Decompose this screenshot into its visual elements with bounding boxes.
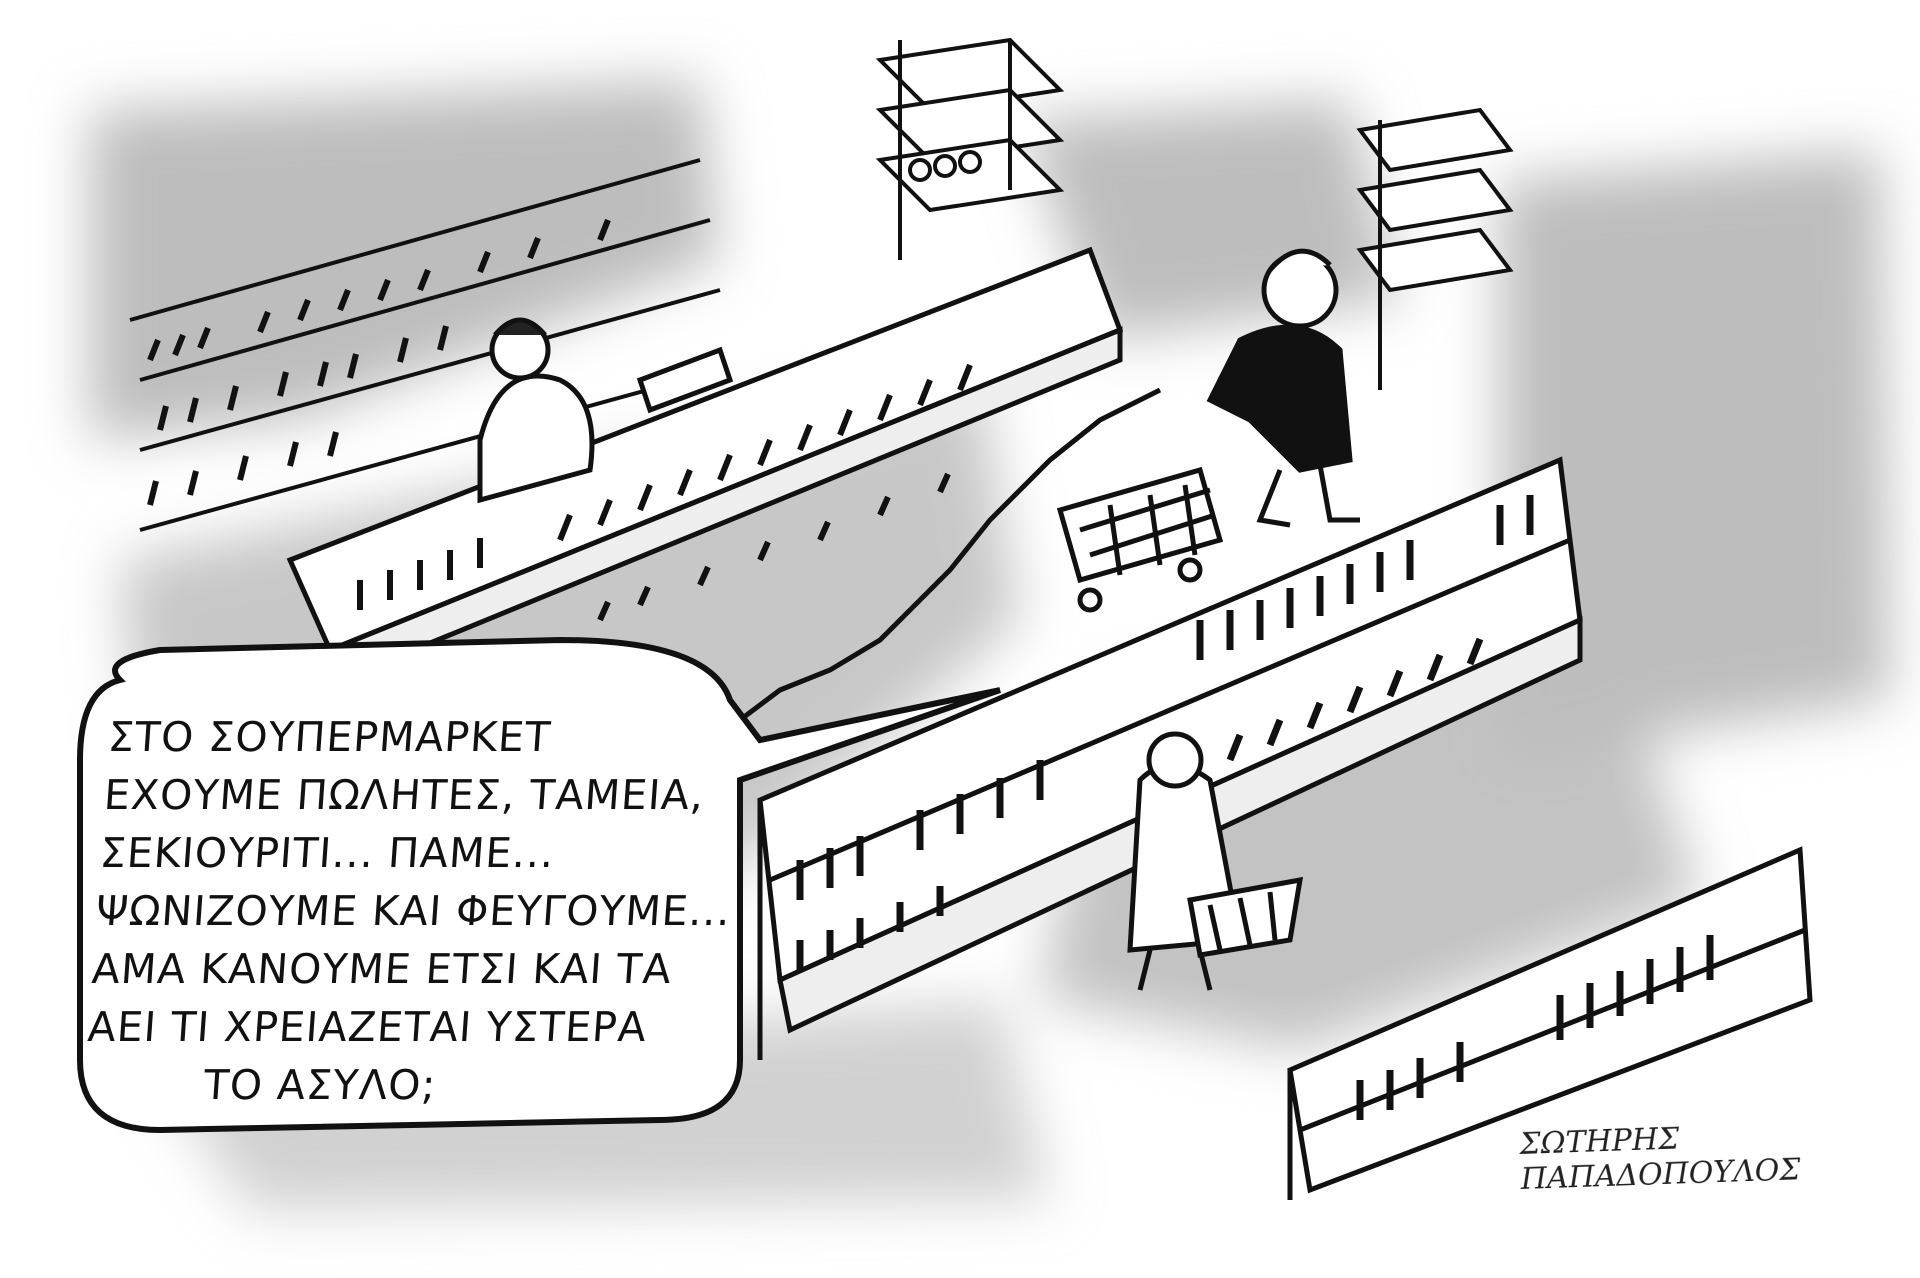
speech-line: ΣΤΟ ΣΟΥΠΕΡΜΑΡΚΕΤ bbox=[106, 713, 553, 761]
box-stack-right bbox=[1356, 107, 1514, 390]
speech-line: ΣΕΚΙΟΥΡΙΤΙ... ΠΑΜΕ... bbox=[98, 829, 557, 877]
corner-shelf bbox=[1287, 846, 1813, 1200]
speech-line: ΑΕΙ ΤΙ ΧΡΕΙΑΖΕΤΑΙ ΥΣΤΕΡΑ bbox=[86, 1003, 649, 1051]
speech-line: ΤΟ ΑΣΥΛΟ; bbox=[202, 1061, 438, 1109]
man-with-cart bbox=[1056, 248, 1360, 613]
speech-line: ΑΜΑ ΚΑΝΟΥΜΕ ΕΤΣΙ ΚΑΙ ΤΑ bbox=[90, 945, 674, 993]
artist-signature: ΣΩΤΗΡΗΣ ΠΑΠΑΔΟΠΟΥΛΟΣ bbox=[1518, 1121, 1802, 1197]
speech-text: ΣΤΟ ΣΟΥΠΕΡΜΑΡΚΕΤ ΕΧΟΥΜΕ ΠΩΛΗΤΕΣ, ΤΑΜΕΙΑ,… bbox=[82, 708, 750, 1114]
jagged-divider bbox=[738, 387, 1162, 722]
box-stack bbox=[875, 37, 1065, 260]
speech-line: ΨΩΝΙΖΟΥΜΕ ΚΑΙ ΦΕΥΓΟΥΜΕ... bbox=[94, 887, 733, 935]
back-shelf bbox=[129, 158, 721, 532]
shop-clerk bbox=[477, 317, 734, 504]
speech-line: ΕΧΟΥΜΕ ΠΩΛΗΤΕΣ, ΤΑΜΕΙΑ, bbox=[102, 771, 706, 819]
woman-with-basket bbox=[1127, 731, 1304, 991]
speech-bubble bbox=[77, 636, 1001, 1134]
